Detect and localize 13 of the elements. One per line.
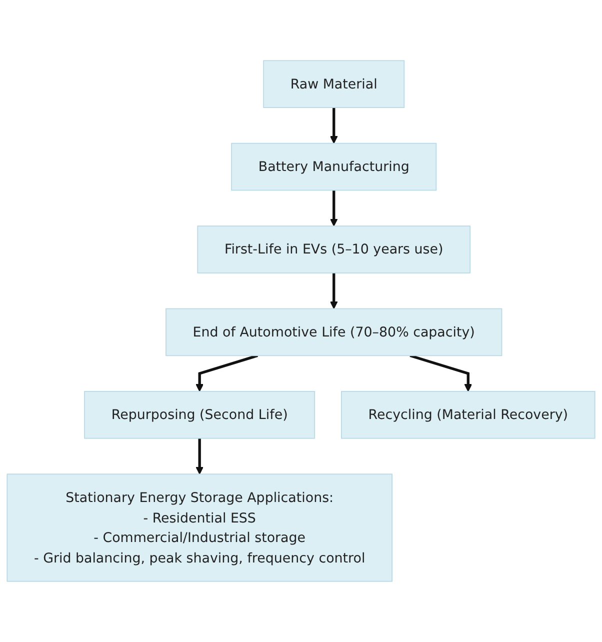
arrow [410,354,472,392]
arrow [330,108,338,144]
arrow [330,272,338,310]
node-box: Recycling (Material Recovery) [341,390,596,439]
node-box: End of Automotive Life (70–80% capacity) [166,308,502,356]
arrow [196,354,258,392]
node-box: Stationary Energy Storage Applications: - Residential ESS - Commercial/Industrial storage - Grid balancing, peak shaving, frequency control [6,474,392,582]
arrow [196,438,204,474]
node-box: Battery Manufacturing [231,142,437,191]
node-box: Repurposing (Second Life) [84,390,316,439]
node-box: Raw Material [263,60,405,108]
node-box: First-Life in EVs (5–10 years use) [197,226,471,274]
arrow [330,190,338,226]
